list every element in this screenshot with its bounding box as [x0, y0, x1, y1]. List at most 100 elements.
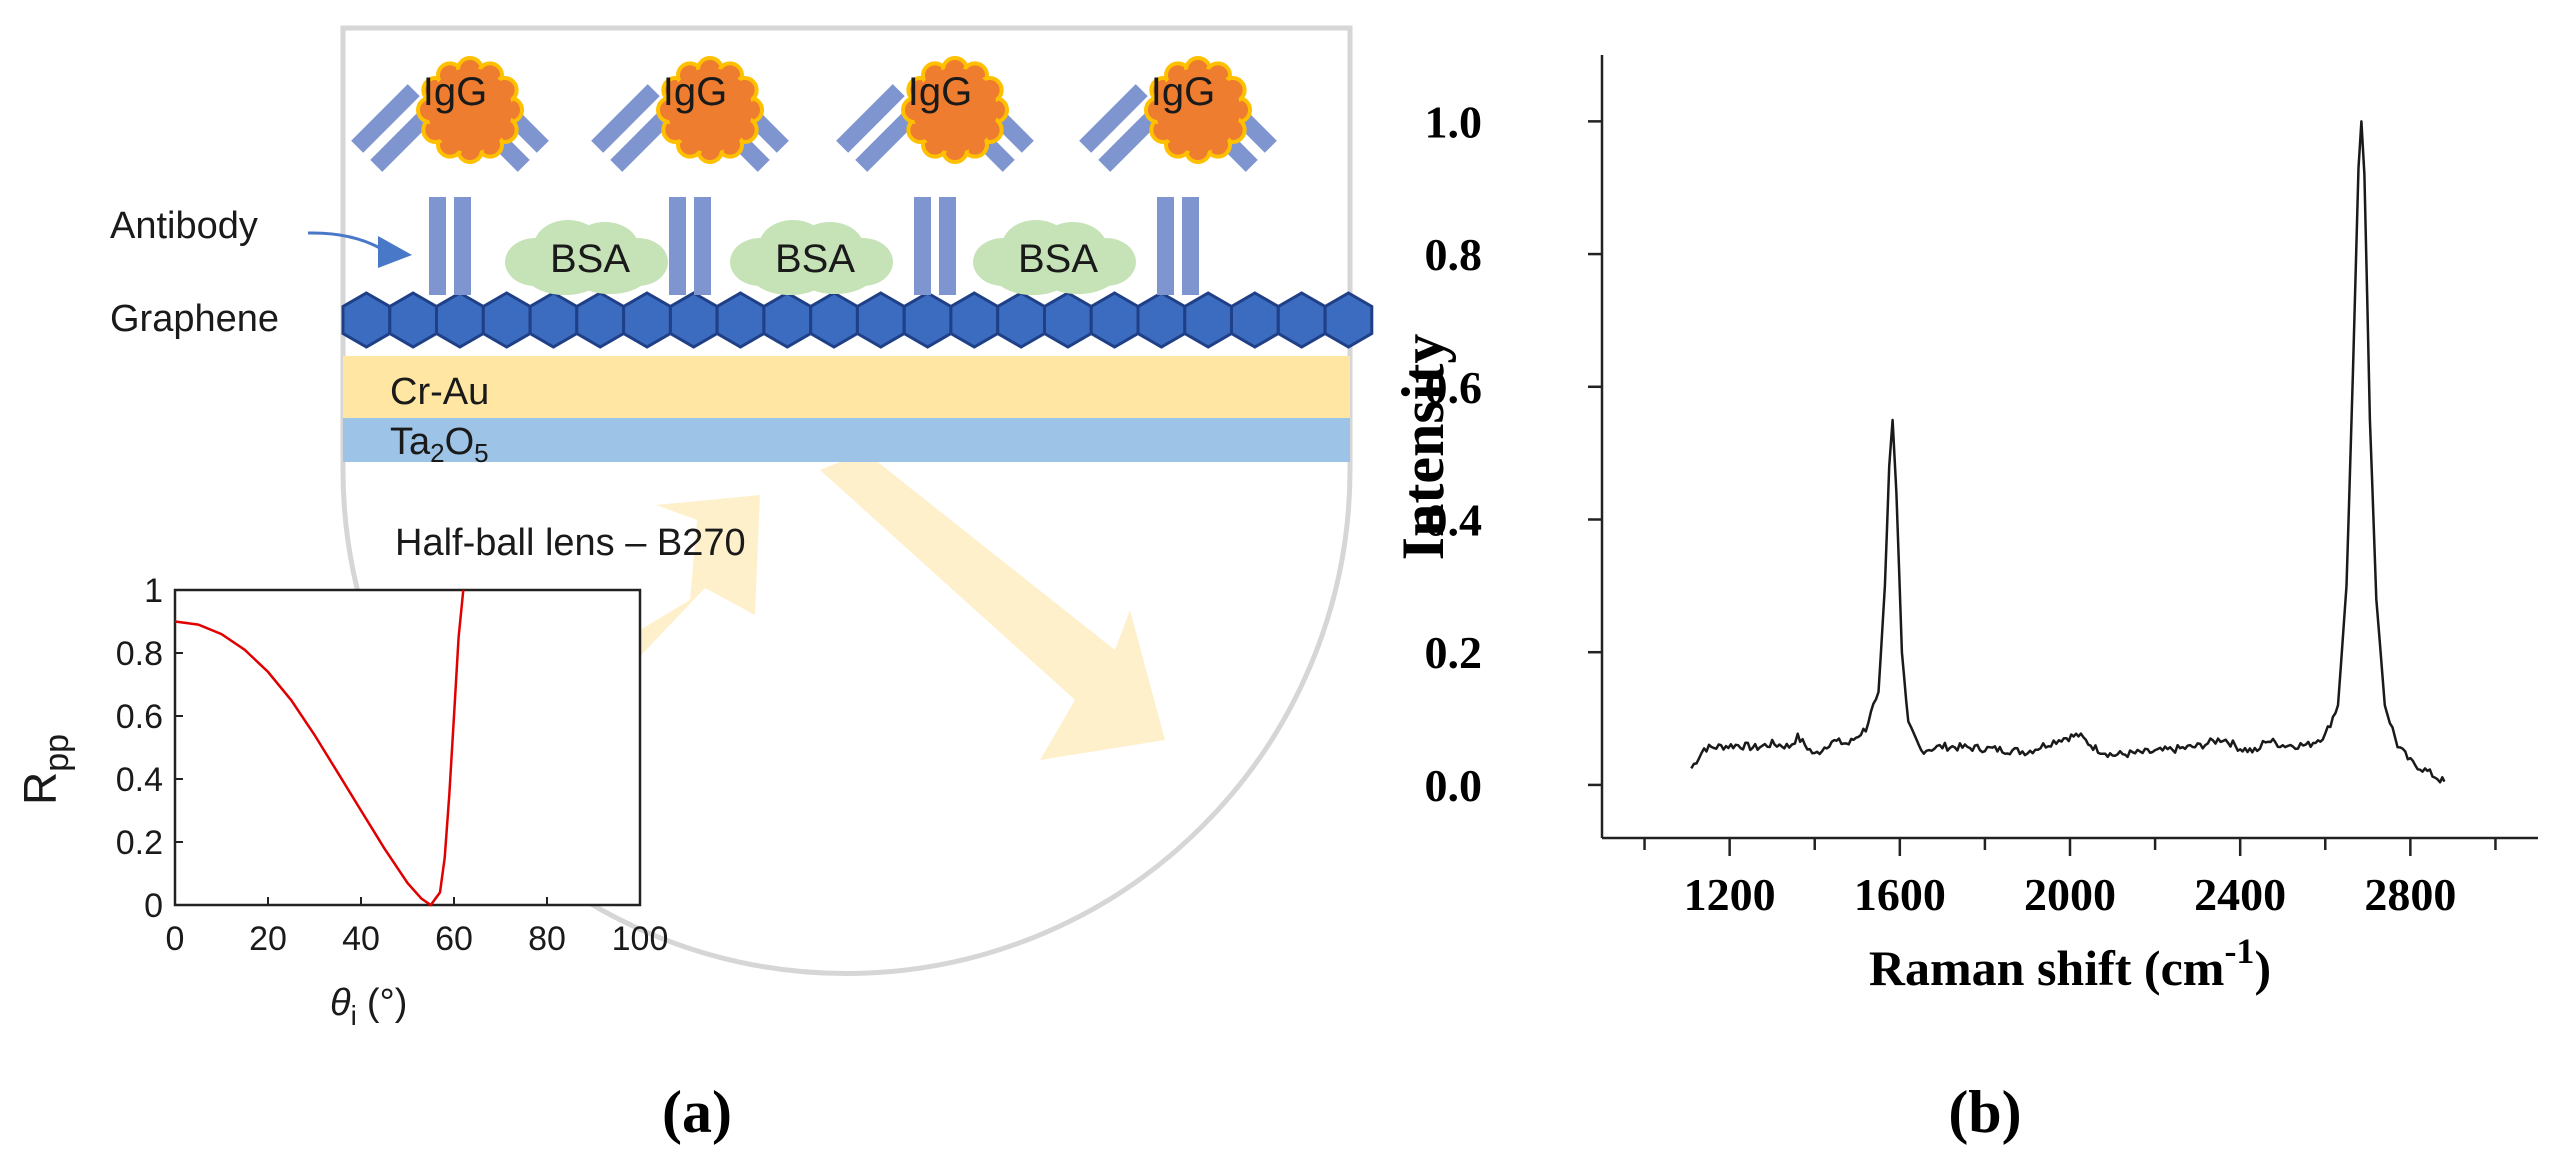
- bsa-lobe: [993, 251, 1073, 295]
- graphene-hexagon: [341, 291, 392, 349]
- panel-a: BSA BSA BSA IgG IgG IgG IgG Antibody Graphene…: [14, 25, 1374, 1145]
- igg-core: [668, 68, 752, 152]
- antibody-label: Antibody: [110, 205, 258, 247]
- graphene-hexagon: [435, 291, 485, 349]
- bsa-label: BSA: [1018, 237, 1098, 281]
- antibody: IgG: [1079, 56, 1277, 295]
- inset-ticks: 0 20 40 60 80 100 0 0.2 0.4 0.6 0.8 1: [116, 572, 669, 958]
- inset-ytick-label: 0.8: [116, 635, 163, 673]
- ta2o5-label-mid: O: [445, 421, 475, 463]
- ta2o5-label-base: Ta: [390, 421, 431, 463]
- ta2o5-label-sub2: 5: [474, 438, 488, 468]
- raman-xtick-label: 1600: [1854, 869, 1946, 920]
- graphene-hexagon: [528, 291, 579, 349]
- igg-molecule: [656, 56, 764, 164]
- inset-xtick-label: 0: [166, 920, 185, 958]
- inset-ylabel-sub: pp: [38, 734, 76, 772]
- graphene-hexagon: [1089, 291, 1140, 349]
- antibody-stem: [1157, 197, 1174, 295]
- inset-plot-background: [173, 588, 642, 907]
- graphene-hexagon: [1183, 291, 1233, 349]
- inset-ytick-label: 0.6: [116, 698, 163, 736]
- antibody: IgG: [351, 56, 549, 295]
- graphene-hexagon: [715, 291, 766, 349]
- raman-ytick-label: 0.6: [1425, 362, 1483, 413]
- antibody-pointer-arrow: [307, 231, 381, 250]
- antibody-stem: [669, 197, 686, 295]
- graphene-hexagon: [996, 291, 1046, 349]
- graphene-hexagon: [949, 291, 1000, 349]
- raman-xtick-label: 2000: [2024, 869, 2116, 920]
- inset-ytick-label: 1: [144, 572, 163, 610]
- igg-label: IgG: [1151, 70, 1215, 114]
- antibody-stem: [429, 197, 446, 295]
- bsa-lobe: [525, 251, 605, 295]
- antibody-chain: [351, 84, 420, 153]
- igg-label: IgG: [423, 70, 487, 114]
- antibody-arrowhead: [378, 236, 412, 268]
- raman-xlabel-end: ): [2254, 940, 2271, 996]
- graphene-hexagon: [1230, 291, 1280, 349]
- panel-a-caption: (a): [662, 1079, 732, 1145]
- graphene-hexagon: [1323, 291, 1374, 349]
- raman-xlabel: Raman shift (cm-1): [1869, 931, 2271, 996]
- inset-rpp-curve: [174, 589, 465, 907]
- panel-b-caption: (b): [1948, 1079, 2021, 1145]
- raman-ytick-label: 0.2: [1425, 627, 1483, 678]
- graphene-layer: [341, 291, 1374, 349]
- igg-label: IgG: [663, 70, 727, 114]
- bsa-lobe: [750, 251, 830, 295]
- bsa-blob: BSA: [730, 220, 893, 295]
- inset-ytick-label: 0.4: [116, 761, 163, 799]
- raman-ytick-label: 0.8: [1425, 229, 1483, 280]
- antibody-chain: [591, 84, 660, 153]
- raman-xtick-label: 2400: [2194, 869, 2286, 920]
- inset-xlabel-sub: i: [351, 1000, 357, 1031]
- inset-xtick-label: 100: [612, 920, 669, 958]
- igg-molecule: [901, 56, 1009, 164]
- igg-label: IgG: [908, 70, 972, 114]
- bsa-blob: BSA: [505, 220, 668, 295]
- raman-xlabel-base: Raman shift (cm: [1869, 940, 2225, 996]
- graphene-hexagon: [575, 291, 626, 349]
- antibody-group: IgG IgG IgG IgG: [351, 56, 1277, 295]
- inset-ytick-label: 0: [144, 887, 163, 925]
- bsa-label: BSA: [775, 237, 855, 281]
- antibody-stem: [454, 197, 471, 295]
- inset-xtick-label: 80: [528, 920, 566, 958]
- raman-xlabel-sup: -1: [2224, 931, 2254, 971]
- raman-ylabel: Intensity: [1390, 334, 1456, 561]
- antibody-stem: [914, 197, 931, 295]
- ta2o5-layer: [343, 418, 1350, 462]
- raman-ytick-label: 0.0: [1425, 760, 1483, 811]
- graphene-hexagon: [855, 291, 906, 349]
- raman-xtick-label: 2800: [2364, 869, 2456, 920]
- ta2o5-label: Ta2O5: [390, 421, 489, 468]
- cr-au-layer: [343, 356, 1350, 418]
- igg-molecule: [416, 56, 524, 164]
- inset-xtick-label: 20: [249, 920, 287, 958]
- igg-core: [1156, 68, 1240, 152]
- igg-core: [428, 68, 512, 152]
- graphene-hexagon: [1276, 291, 1327, 349]
- graphene-hexagon: [481, 291, 532, 349]
- inset-xtick-label: 40: [342, 920, 380, 958]
- reflected-light-beam: [820, 452, 1165, 760]
- inset-xlabel-unit: (°): [367, 982, 408, 1024]
- antibody: IgG: [836, 56, 1034, 295]
- raman-ytick-label: 0.4: [1425, 494, 1483, 545]
- inset-xtick-label: 60: [435, 920, 473, 958]
- bsa-label: BSA: [550, 237, 630, 281]
- antibody-stem: [1182, 197, 1199, 295]
- ta2o5-label-sub1: 2: [430, 438, 444, 468]
- graphene-hexagon: [668, 291, 719, 349]
- inset-ylabel-base: R: [14, 772, 66, 805]
- graphene-hexagon: [622, 291, 672, 349]
- inset-ytick-label: 0.2: [116, 824, 163, 862]
- antibody-stem: [939, 197, 956, 295]
- graphene-label: Graphene: [110, 298, 279, 340]
- antibody: IgG: [591, 56, 789, 295]
